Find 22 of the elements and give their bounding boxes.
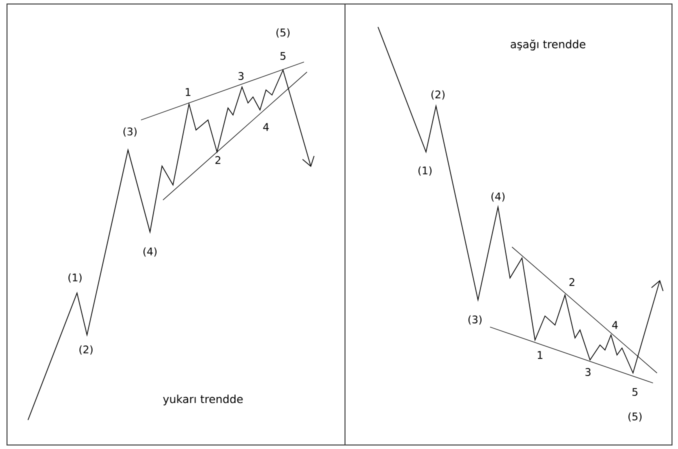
wave-label: (4) bbox=[491, 192, 505, 202]
wave-label: (3) bbox=[468, 315, 482, 325]
wave-label: (4) bbox=[143, 247, 157, 257]
wave-label: 4 bbox=[612, 321, 618, 329]
panel-title: yukarı trendde bbox=[163, 394, 243, 406]
wave-label: 5 bbox=[280, 52, 286, 60]
wave-label: 1 bbox=[538, 351, 542, 359]
panel-title: aşağı trendde bbox=[510, 40, 586, 50]
wave-label: 2 bbox=[569, 278, 574, 286]
wave-label: 5 bbox=[632, 388, 638, 396]
wave-label: 3 bbox=[238, 72, 244, 80]
wave-label: 2 bbox=[215, 156, 220, 164]
wave-label: (5) bbox=[276, 28, 290, 38]
wave-label: 1 bbox=[186, 88, 190, 96]
wave-label: (2) bbox=[431, 90, 445, 100]
wave-label: (1) bbox=[418, 166, 432, 176]
wave-label: 4 bbox=[263, 123, 269, 131]
wave-label: (3) bbox=[123, 127, 137, 137]
wave-label: (5) bbox=[628, 412, 642, 422]
wave-label: 3 bbox=[585, 368, 590, 376]
wave-label: (2) bbox=[79, 345, 93, 355]
wave-label: (1) bbox=[68, 273, 82, 283]
